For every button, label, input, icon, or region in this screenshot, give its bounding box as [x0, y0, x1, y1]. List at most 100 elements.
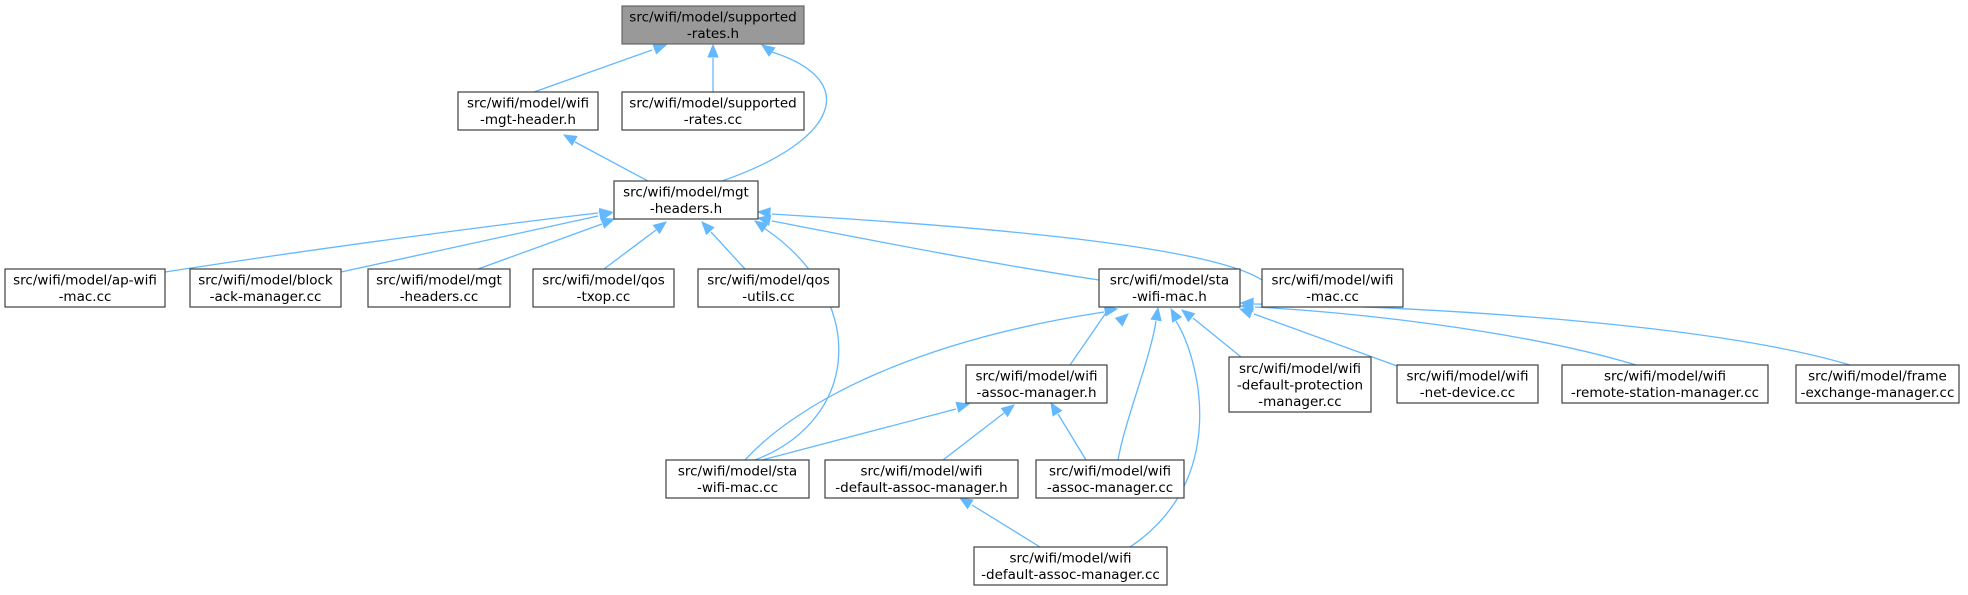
node-wifi-assoc-manager-h[interactable]: src/wifi/model/wifi-assoc-manager.h	[965, 364, 1108, 404]
node-box	[613, 180, 759, 220]
node-box	[457, 91, 599, 131]
edge-wifi-assoc-manager-cc-to-wifi-assoc-manager-h	[1050, 401, 1087, 461]
node-label-line: src/wifi/model/block	[198, 273, 333, 289]
node-label-line: src/wifi/model/wifi	[467, 96, 589, 112]
edge-line	[761, 408, 957, 461]
node-label-line: -txop.cc	[577, 289, 631, 305]
node-label-line: src/wifi/model/wifi	[1010, 551, 1132, 567]
node-mgt-headers-cc[interactable]: src/wifi/model/mgt-headers.cc	[367, 268, 511, 308]
edge-mgt-headers-h-to-wifi-mgt-header-h	[562, 134, 649, 182]
node-label-line: -assoc-manager.cc	[1047, 480, 1173, 496]
edge-wifi-default-assoc-manager-cc-to-sta-wifi-mac-h	[1129, 307, 1201, 548]
edge-line	[340, 215, 599, 273]
node-block-ack-manager-cc[interactable]: src/wifi/model/block-ack-manager.cc	[189, 268, 342, 308]
edge-arrowhead	[760, 44, 776, 57]
edge-wifi-assoc-manager-h-to-sta-wifi-mac-h	[1069, 306, 1129, 366]
edge-ap-wifi-mac-cc-to-mgt-headers-h	[164, 207, 614, 273]
node-label-line: src/wifi/model/ap-wifi	[13, 273, 157, 289]
edge-wifi-default-assoc-manager-cc-to-wifi-default-assoc-manager-h	[958, 497, 1041, 548]
edge-arrowhead	[701, 221, 715, 236]
edge-frame-exchange-manager-cc-to-sta-wifi-mac-h	[1239, 297, 1851, 366]
node-supported-rates-cc[interactable]: src/wifi/model/supported-rates.cc	[621, 91, 805, 131]
node-box	[1396, 364, 1539, 404]
node-box	[1228, 356, 1372, 413]
edge-line	[771, 220, 1100, 281]
edge-qos-txop-cc-to-mgt-headers-h	[603, 221, 668, 270]
edge-mgt-headers-h-to-supported-rates-h	[721, 44, 828, 182]
node-qos-txop-cc[interactable]: src/wifi/model/qos-txop.cc	[532, 268, 675, 308]
edge-sta-wifi-mac-cc-to-mgt-headers-h	[753, 220, 840, 461]
node-wifi-default-assoc-manager-cc[interactable]: src/wifi/model/wifi-default-assoc-manage…	[973, 546, 1168, 586]
node-label-line: src/wifi/model/mgt	[623, 185, 749, 201]
edge-line	[1117, 320, 1157, 461]
edge-arrowhead	[955, 401, 971, 413]
node-box	[1035, 459, 1185, 499]
node-box	[824, 459, 1019, 499]
edge-line	[721, 51, 828, 182]
node-ap-wifi-mac-cc[interactable]: src/wifi/model/ap-wifi-mac.cc	[4, 268, 166, 308]
nodes-layer: src/wifi/model/supported-rates.h src/wifi…	[4, 5, 1960, 586]
node-wifi-default-protection-manager-cc[interactable]: src/wifi/model/wifi-default-protection-m…	[1228, 356, 1372, 413]
node-label-line: -headers.cc	[400, 289, 479, 305]
edge-wifi-mgt-header-h-to-supported-rates-h	[533, 43, 668, 93]
node-mgt-headers-h[interactable]: src/wifi/model/mgt-headers.h	[613, 180, 759, 220]
node-label-line: -mgt-header.h	[480, 112, 576, 128]
node-supported-rates-h[interactable]: src/wifi/model/supported-rates.h	[621, 5, 805, 45]
edge-line	[771, 213, 1263, 281]
node-sta-wifi-mac-cc[interactable]: src/wifi/model/sta-wifi-mac.cc	[665, 459, 810, 499]
edge-sta-wifi-mac-h-to-mgt-headers-h	[756, 214, 1100, 281]
edge-sta-wifi-mac-cc-to-sta-wifi-mac-h	[744, 305, 1119, 461]
node-label-line: -exchange-manager.cc	[1801, 385, 1955, 401]
node-wifi-mac-cc[interactable]: src/wifi/model/wifi-mac.cc	[1261, 268, 1404, 308]
node-label-line: -assoc-manager.h	[976, 385, 1096, 401]
node-label-line: src/wifi/model/wifi	[1239, 361, 1361, 377]
node-label-line: src/wifi/model/wifi	[1272, 273, 1394, 289]
node-box	[1261, 268, 1404, 308]
node-label-line: src/wifi/model/sta	[1110, 273, 1229, 289]
node-label-line: -default-protection	[1237, 377, 1363, 393]
edge-arrowhead	[756, 207, 771, 219]
node-label-line: -wifi-mac.cc	[697, 480, 778, 496]
edge-arrowhead	[1180, 309, 1196, 323]
node-wifi-net-device-cc[interactable]: src/wifi/model/wifi-net-device.cc	[1396, 364, 1539, 404]
edges-layer	[164, 43, 1851, 548]
node-wifi-mgt-header-h[interactable]: src/wifi/model/wifi-mgt-header.h	[457, 91, 599, 131]
edge-line	[1253, 313, 1401, 368]
node-label-line: src/wifi/model/wifi	[861, 464, 983, 480]
node-wifi-assoc-manager-cc[interactable]: src/wifi/model/wifi-assoc-manager.cc	[1035, 459, 1185, 499]
node-frame-exchange-manager-cc[interactable]: src/wifi/model/frame-exchange-manager.cc	[1795, 364, 1960, 404]
edge-arrowhead	[1170, 307, 1183, 323]
node-label-line: src/wifi/model/frame	[1808, 369, 1947, 385]
node-box	[189, 268, 342, 308]
edge-line	[754, 227, 840, 461]
node-qos-utils-cc[interactable]: src/wifi/model/qos-utils.cc	[697, 268, 840, 308]
edge-arrowhead	[652, 221, 668, 235]
node-label-line: src/wifi/model/supported	[629, 96, 796, 112]
node-box	[4, 268, 166, 308]
edge-line	[1069, 306, 1111, 366]
edge-line	[1192, 317, 1242, 358]
node-label-line: -mac.cc	[59, 289, 112, 305]
node-label-line: -wifi-mac.h	[1132, 289, 1207, 305]
edge-wifi-default-protection-manager-cc-to-sta-wifi-mac-h	[1180, 309, 1242, 358]
node-wifi-default-assoc-manager-h[interactable]: src/wifi/model/wifi-default-assoc-manage…	[824, 459, 1019, 499]
node-box	[532, 268, 675, 308]
node-sta-wifi-mac-h[interactable]: src/wifi/model/sta-wifi-mac.h	[1098, 268, 1241, 308]
node-label-line: -default-assoc-manager.cc	[981, 567, 1160, 583]
edge-arrowhead	[1150, 306, 1162, 322]
edge-sta-wifi-mac-cc-to-wifi-assoc-manager-h	[761, 401, 971, 461]
edge-arrowhead	[707, 43, 719, 58]
node-label-line: src/wifi/model/sta	[678, 464, 797, 480]
edge-supported-rates-cc-to-supported-rates-h	[707, 43, 719, 92]
edge-arrowhead	[753, 220, 769, 233]
node-wifi-remote-station-manager-cc[interactable]: src/wifi/model/wifi-remote-station-manag…	[1561, 364, 1769, 404]
edge-line	[942, 412, 1005, 461]
node-label-line: -manager.cc	[1258, 394, 1341, 410]
node-label-line: src/wifi/model/wifi	[1604, 369, 1726, 385]
edge-line	[533, 49, 653, 93]
edge-arrowhead	[756, 214, 772, 227]
node-label-line: src/wifi/model/mgt	[376, 273, 502, 289]
node-label-line: src/wifi/model/qos	[542, 273, 665, 289]
edge-line	[1254, 306, 1637, 366]
edge-wifi-default-assoc-manager-h-to-wifi-assoc-manager-h	[942, 404, 1016, 461]
